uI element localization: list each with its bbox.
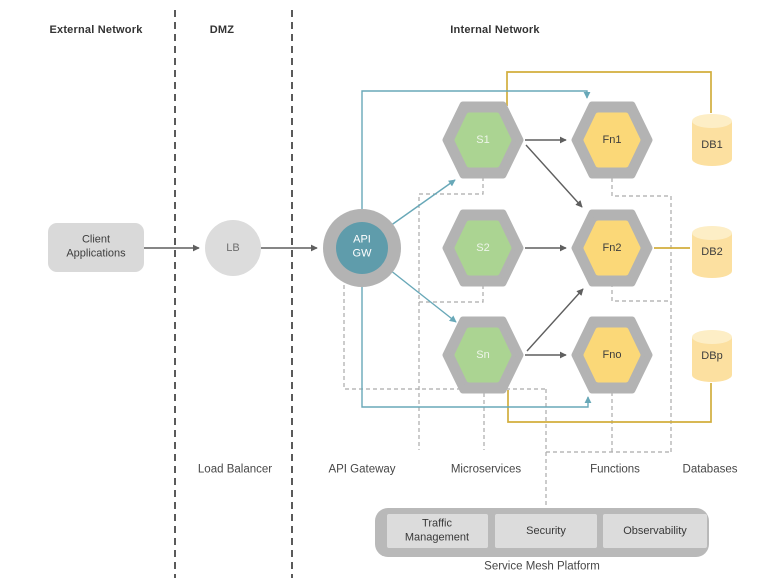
load-balancer-node [205,220,261,276]
api-gateway-node-core [336,222,388,274]
sn-label: Sn [476,348,490,361]
db1-top [692,114,732,128]
s2-hex-fill [454,220,512,276]
fn2-node [571,209,653,287]
edge-s1-fn2 [525,144,583,208]
s1-label: S1 [476,133,490,146]
dashed-link-s1 [418,177,484,450]
fn1-label: Fn1 [602,133,622,146]
db2-node [692,226,732,278]
column-label-load-balancer: Load Balancer [197,463,273,476]
fn2-label: Fn2 [602,241,622,254]
traffic-management-label: Traffic Management [404,517,470,544]
fn2-hex-fill [583,220,641,276]
edge-sn-dbp [507,383,712,423]
edge-apigw-fn1 [361,90,591,209]
db1-label: DB1 [701,138,723,151]
zone-header-internal-network: Internal Network [450,23,540,36]
observability-label: Observability [623,524,687,537]
fno-node [571,316,653,394]
api-gateway-routes [361,90,592,408]
lb-label: LB [226,241,240,254]
s1-node [442,101,524,179]
zone-header-dmz: DMZ [209,23,235,36]
dbp-body [692,337,732,382]
service-mesh-platform-label: Service Mesh Platform [484,560,600,573]
database-links [506,71,712,423]
s2-node [442,209,524,287]
dashed-link-fn2 [611,283,671,302]
zone-header-external-network: External Network [49,23,143,36]
column-label-functions: Functions [590,463,640,476]
flow-arrows [144,136,584,359]
db1-body [692,121,732,166]
db2-label: DB2 [701,245,723,258]
edge-apigw-s1 [389,179,456,227]
dashed-link-fn1 [611,178,672,452]
fno-hex-fill [583,327,641,383]
column-label-databases: Databases [682,463,738,476]
fn1-node [571,101,653,179]
observability-box [603,514,707,548]
sn-hex-fill [454,327,512,383]
edge-apigw-fno [361,287,592,408]
db1-node [692,114,732,166]
sn-node [442,316,524,394]
client-applications-node [48,223,144,272]
fn1-hex-fill [583,112,641,168]
fno-label: Fno [602,348,622,361]
dashed-link-s2 [419,285,484,303]
s2-label: S2 [476,241,490,254]
db2-top [692,226,732,240]
column-label-api-gateway: API Gateway [328,463,396,476]
microservice-nodes [442,101,524,394]
s1-hex-fill [454,112,512,168]
dbp-top [692,330,732,344]
dbp-node [692,330,732,382]
security-box [495,514,597,548]
db2-body [692,233,732,278]
edge-s1-db1 [506,71,712,113]
column-label-microservices: Microservices [450,463,522,476]
api-gw-label: API GW [352,233,372,260]
function-nodes [571,101,653,394]
edge-sn-fn2 [526,288,584,352]
traffic-management-box [387,514,488,548]
client-applications-label: Client Applications [66,233,126,260]
dbp-label: DBp [701,349,723,362]
database-nodes [692,114,732,382]
security-label: Security [526,524,566,537]
edge-apigw-sn [389,269,457,323]
